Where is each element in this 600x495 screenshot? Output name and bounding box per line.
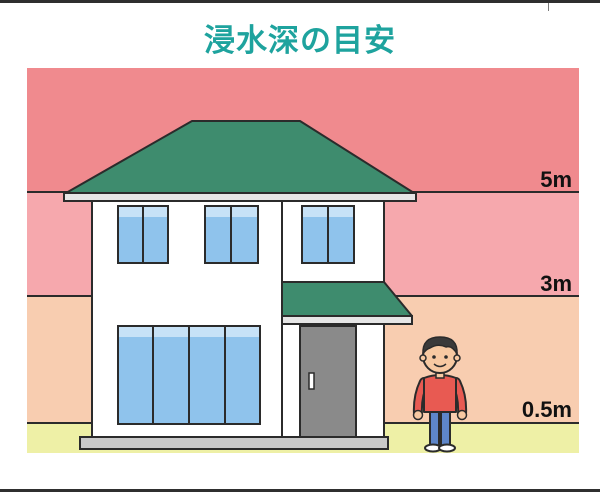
house-icon (63, 120, 417, 450)
frame-top-border (0, 0, 600, 3)
house-foundation (79, 436, 389, 450)
porch-eave (281, 315, 413, 325)
window-ground-floor (117, 325, 261, 425)
window-upper-left (117, 205, 169, 264)
window-upper-middle (204, 205, 259, 264)
diagram-title: 浸水深の目安 (204, 23, 396, 59)
window-upper-right (301, 205, 355, 264)
frame-bottom-border (0, 489, 600, 492)
corner-tick (548, 3, 549, 11)
roof-eave (63, 192, 417, 202)
level-label-3m: 3m (540, 271, 572, 296)
front-door (299, 325, 357, 439)
level-label-0-5m: 0.5m (522, 397, 572, 422)
person-icon (412, 336, 468, 453)
level-label-5m: 5m (540, 167, 572, 192)
